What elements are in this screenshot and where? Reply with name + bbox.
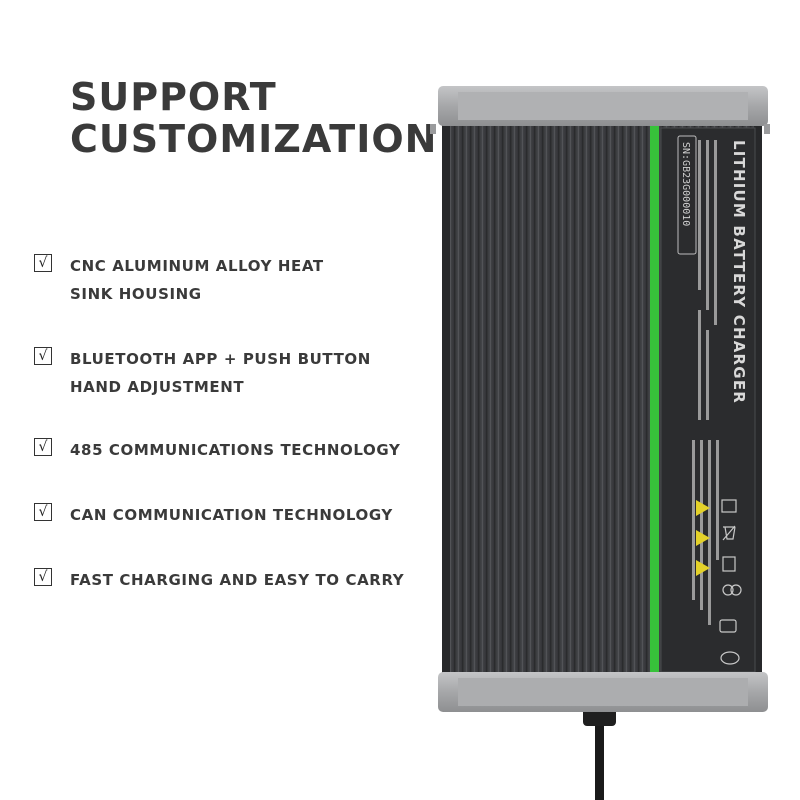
- check-icon: √: [34, 438, 52, 456]
- check-icon: √: [34, 347, 52, 365]
- headline: SUPPORT CUSTOMIZATION: [70, 76, 437, 160]
- feature-item: √ CNC ALUMINUM ALLOY HEAT SINK HOUSING: [34, 252, 324, 308]
- check-icon: √: [34, 254, 52, 272]
- feature-text: FAST CHARGING AND EASY TO CARRY: [70, 571, 405, 589]
- feature-text: HAND ADJUSTMENT: [70, 378, 245, 396]
- headline-line-1: SUPPORT: [70, 75, 277, 119]
- feature-text: CNC ALUMINUM ALLOY HEAT: [70, 257, 324, 275]
- warning-icon: [696, 530, 710, 546]
- warning-icons: [696, 500, 710, 576]
- charger-image: LITHIUM BATTERY CHARGER SN:GB23G000010: [430, 86, 770, 800]
- feature-text: 485 COMMUNICATIONS TECHNOLOGY: [70, 441, 401, 459]
- label-title: LITHIUM BATTERY CHARGER: [730, 140, 748, 404]
- warning-icon: [696, 500, 710, 516]
- serial-number: SN:GB23G000010: [680, 142, 691, 226]
- indoor-use-icon: [721, 499, 737, 513]
- feature-item: √ CAN COMMUNICATION TECHNOLOGY: [34, 501, 393, 529]
- battery-icon: [722, 556, 736, 572]
- rohs-mark: [720, 651, 740, 665]
- feature-item: √ FAST CHARGING AND EASY TO CARRY: [34, 566, 404, 594]
- recycle-bin-icon: [722, 525, 736, 541]
- warning-icon: [696, 560, 710, 576]
- green-stripe: [650, 124, 659, 676]
- feature-text: CAN COMMUNICATION TECHNOLOGY: [70, 506, 393, 524]
- check-icon: √: [34, 568, 52, 586]
- check-icon: √: [34, 503, 52, 521]
- feature-item: √ BLUETOOTH APP + PUSH BUTTON HAND ADJUS…: [34, 345, 371, 401]
- ce-mark: [722, 584, 734, 596]
- feature-text: SINK HOUSING: [70, 285, 202, 303]
- feature-item: √ 485 COMMUNICATIONS TECHNOLOGY: [34, 436, 400, 464]
- feature-text: BLUETOOTH APP + PUSH BUTTON: [70, 350, 371, 368]
- cable: [595, 720, 604, 800]
- headline-line-2: CUSTOMIZATION: [70, 117, 438, 161]
